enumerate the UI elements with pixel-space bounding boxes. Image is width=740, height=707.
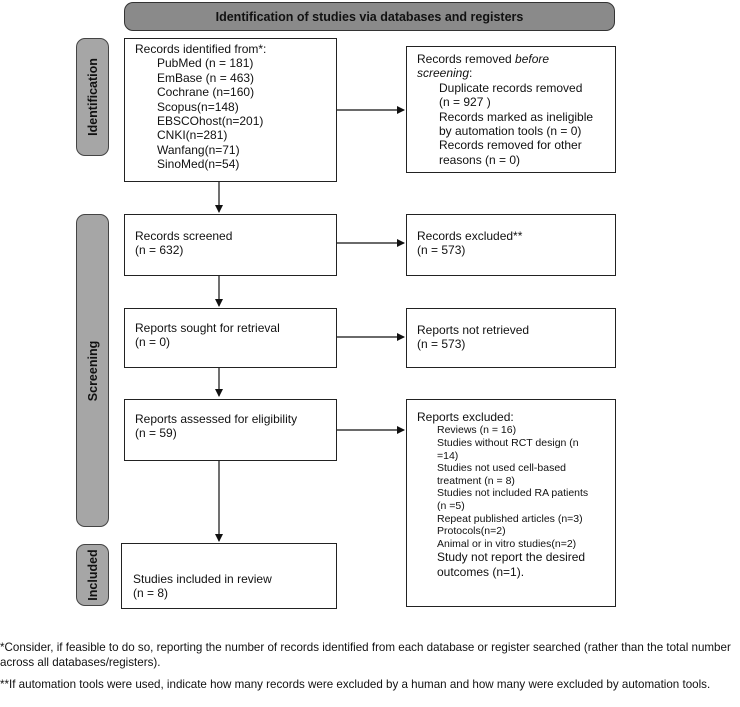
exclusion-reason: Studies not included RA patients	[437, 487, 589, 500]
removed-list: Duplicate records removed (n = 927 ) Rec…	[417, 81, 615, 167]
removed-line: reasons (n = 0)	[439, 152, 521, 167]
source-item: PubMed (n = 181)	[157, 56, 254, 71]
exclusion-reason: Repeat published articles (n=3)	[437, 512, 583, 525]
source-list: PubMed (n = 181) EmBase (n = 463) Cochra…	[135, 56, 336, 171]
reports-assessed-count: (n = 59)	[135, 426, 177, 441]
records-screened-count: (n = 632)	[135, 243, 184, 258]
studies-included-box: Studies included in review (n = 8)	[121, 543, 337, 609]
removed-title-colon: :	[469, 66, 473, 81]
records-screened-title: Records screened	[135, 229, 233, 243]
removed-line: Duplicate records removed	[439, 80, 583, 95]
records-identified-box: Records identified from*: PubMed (n = 18…	[124, 38, 337, 182]
phase-identification: Identification	[76, 38, 109, 156]
source-item: CNKI(n=281)	[157, 128, 228, 143]
records-excluded-count: (n = 573)	[417, 243, 466, 258]
footnote-2: **If automation tools were used, indicat…	[0, 677, 740, 692]
source-item: EBSCOhost(n=201)	[157, 113, 264, 128]
source-item: EmBase (n = 463)	[157, 70, 255, 85]
exclusion-reason: Animal or in vitro studies(n=2)	[437, 537, 577, 550]
exclusion-reason: Protocols(n=2)	[437, 525, 506, 538]
records-removed-box: Records removed before screening: Duplic…	[406, 46, 616, 173]
exclusion-reason: =14)	[437, 449, 459, 462]
phase-included: Included	[76, 544, 109, 606]
reports-not-retrieved-count: (n = 573)	[417, 337, 466, 352]
records-screened-box: Records screened (n = 632)	[124, 214, 337, 276]
reports-excluded-list: Reviews (n = 16) Studies without RCT des…	[417, 424, 615, 579]
reports-excluded-box: Reports excluded: Reviews (n = 16) Studi…	[406, 399, 616, 607]
source-item: Cochrane (n=160)	[157, 85, 255, 100]
reports-sought-title: Reports sought for retrieval	[135, 321, 280, 335]
source-item: Wanfang(n=71)	[157, 142, 240, 157]
reports-sought-box: Reports sought for retrieval (n = 0)	[124, 308, 337, 368]
header-banner: Identification of studies via databases …	[124, 2, 615, 31]
reports-not-retrieved-title: Reports not retrieved	[417, 323, 530, 337]
studies-included-title: Studies included in review	[133, 572, 272, 586]
exclusion-reason-last: Study not report the desired	[437, 550, 586, 565]
removed-line: Records removed for other	[439, 138, 582, 153]
studies-included-count: (n = 8)	[133, 586, 169, 601]
records-identified-title: Records identified from*:	[135, 42, 267, 56]
phase-screening: Screening	[76, 214, 109, 527]
reports-excluded-title: Reports excluded:	[417, 410, 514, 424]
reports-sought-count: (n = 0)	[135, 335, 171, 350]
source-item: Scopus(n=148)	[157, 99, 239, 114]
footnote-1: *Consider, if feasible to do so, reporti…	[0, 640, 740, 670]
removed-title-italic-2: screening	[417, 66, 470, 81]
exclusion-reason: Reviews (n = 16)	[437, 424, 517, 437]
removed-title-part: Records removed	[417, 52, 516, 66]
footnote-2-text: **If automation tools were used, indicat…	[0, 678, 711, 691]
exclusion-reason: treatment (n = 8)	[437, 474, 515, 487]
source-item: SinoMed(n=54)	[157, 157, 240, 172]
header-title: Identification of studies via databases …	[215, 9, 524, 24]
records-removed-title-2: screening:	[417, 66, 615, 80]
records-excluded-title: Records excluded**	[417, 229, 523, 243]
records-excluded-box: Records excluded** (n = 573)	[406, 214, 616, 276]
removed-title-italic: before	[515, 52, 550, 66]
removed-line: Records marked as ineligible	[439, 109, 594, 124]
reports-assessed-title: Reports assessed for eligibility	[135, 412, 298, 426]
exclusion-reason-last: outcomes (n=1).	[437, 564, 525, 579]
reports-not-retrieved-box: Reports not retrieved (n = 573)	[406, 308, 616, 368]
exclusion-reason: Studies without RCT design (n	[437, 436, 579, 449]
reports-assessed-box: Reports assessed for eligibility (n = 59…	[124, 399, 337, 461]
exclusion-reason: Studies not used cell-based	[437, 462, 566, 475]
footnote-1-text: *Consider, if feasible to do so, reporti…	[0, 641, 731, 670]
removed-line: by automation tools (n = 0)	[439, 123, 582, 138]
records-removed-title: Records removed before	[417, 52, 615, 66]
exclusion-reason: (n =5)	[437, 499, 465, 512]
removed-line: (n = 927 )	[439, 95, 491, 110]
